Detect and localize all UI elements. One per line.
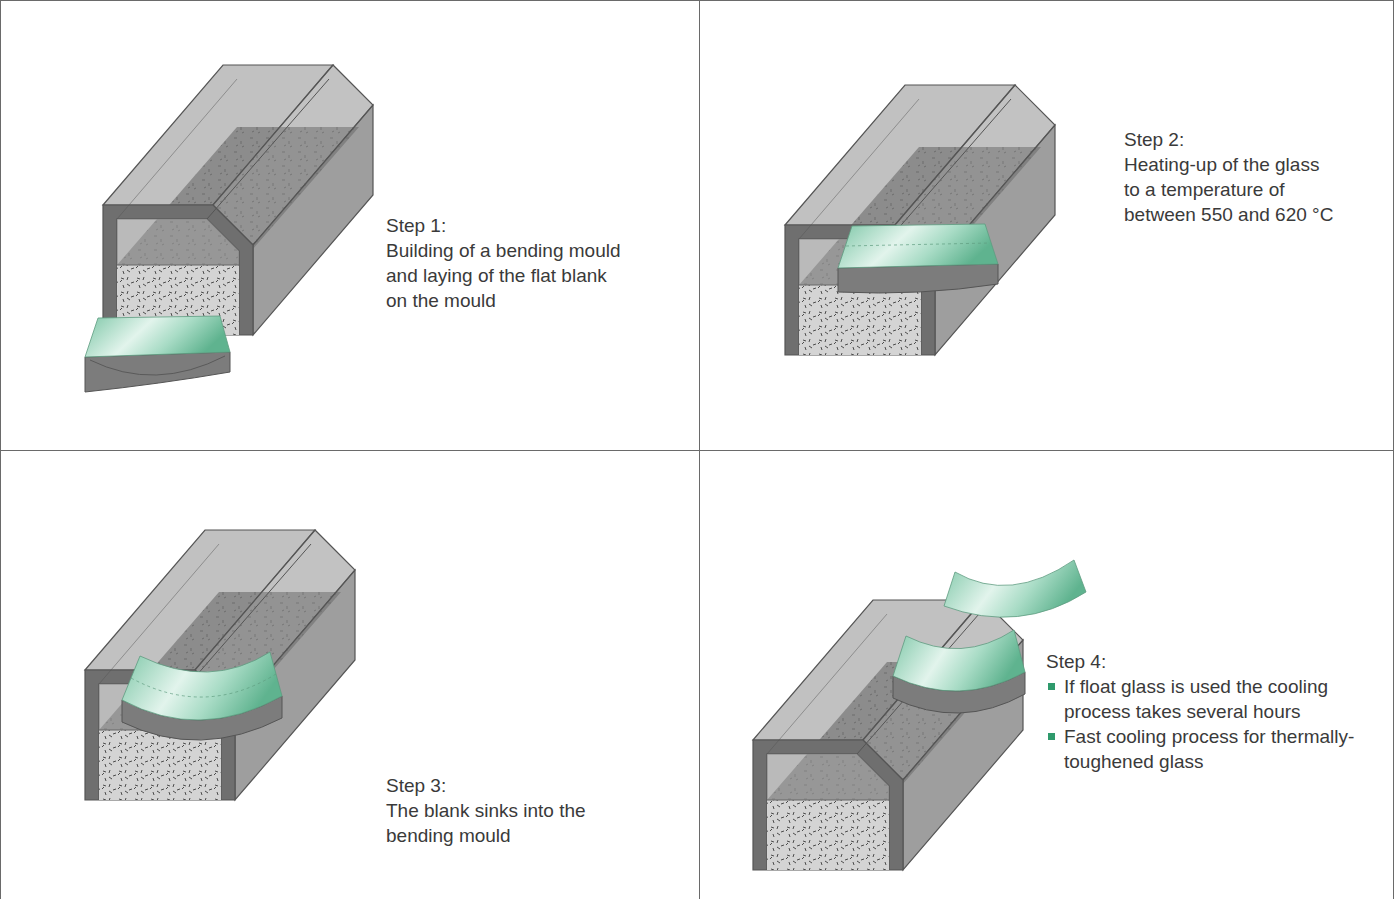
step-heading: Step 4: <box>1046 649 1381 674</box>
bullet-item: If float glass is used the cooling proce… <box>1046 674 1381 724</box>
bullet-item: Fast cooling process for thermally-tough… <box>1046 724 1381 774</box>
bullet-text: Fast cooling process for thermally-tough… <box>1064 726 1354 772</box>
step-description: The blank sinks into the bending mould <box>386 798 626 848</box>
step-text: Step 4:If float glass is used the coolin… <box>1046 649 1381 774</box>
step-text: Step 3:The blank sinks into the bending … <box>386 773 626 848</box>
step-heading: Step 1: <box>386 213 626 238</box>
bullet-text: If float glass is used the cooling proce… <box>1064 676 1328 722</box>
step-text: Step 1:Building of a bending mould and l… <box>386 213 626 313</box>
step-heading: Step 3: <box>386 773 626 798</box>
step-panel: Step 1:Building of a bending mould and l… <box>0 0 699 450</box>
step-panel: Step 2:Heating-up of the glass to a temp… <box>699 0 1394 450</box>
step-description: Building of a bending mould and laying o… <box>386 238 626 313</box>
step-panel: Step 4:If float glass is used the coolin… <box>699 450 1394 899</box>
step-heading: Step 2: <box>1124 127 1339 152</box>
step-text: Step 2:Heating-up of the glass to a temp… <box>1124 127 1339 227</box>
step-panel: Step 3:The blank sinks into the bending … <box>0 450 699 899</box>
bullet-square <box>1048 733 1055 740</box>
bullet-square <box>1048 683 1055 690</box>
step-description: Heating-up of the glass to a temperature… <box>1124 152 1339 227</box>
